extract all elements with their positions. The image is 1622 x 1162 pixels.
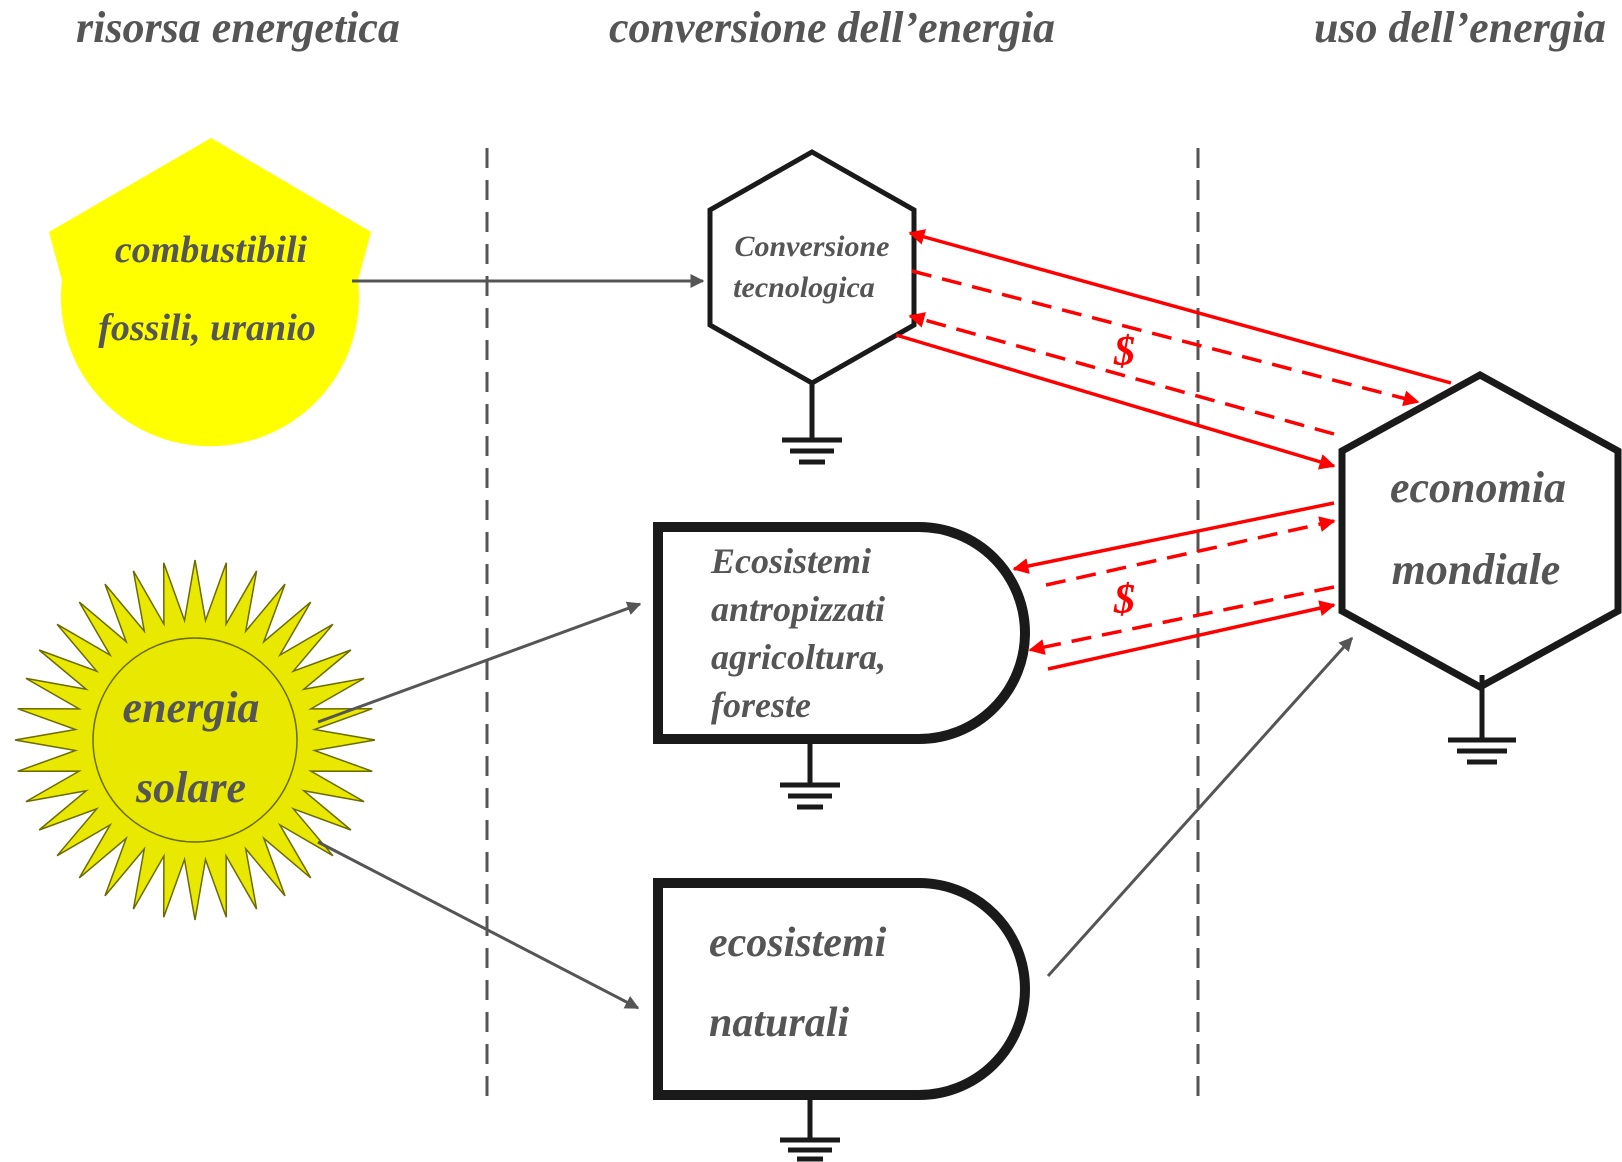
money-symbol-lower: $ — [1113, 577, 1135, 623]
flow-anthropic-to-economy — [1047, 600, 1336, 671]
tech-conversion-label-line1: Conversione — [734, 230, 889, 263]
money-flow-conversion-to-economy — [911, 269, 1420, 407]
ground-symbol — [1448, 675, 1516, 765]
flow-economy-to-conversion — [908, 229, 1452, 385]
anthropic-ecosystems-shape — [653, 522, 1030, 744]
fossil-label-line2: fossili, uranio — [98, 307, 316, 349]
flow-conversion-to-economy — [895, 333, 1336, 470]
flow-economy-to-anthropic — [1012, 501, 1335, 574]
sun-disc — [92, 637, 298, 843]
header-conversion: conversione dell’energia — [609, 3, 1055, 52]
fossil-fuels-source: combustibili fossili, uranio — [49, 138, 371, 447]
anthropic-ecosystems-node: Ecosistemi antropizzati agricoltura, for… — [653, 522, 1030, 810]
natural-ecosystems-shape — [653, 878, 1030, 1100]
header-use: uso dell’energia — [1314, 3, 1606, 52]
fossil-source-shape — [49, 138, 371, 447]
tech-conversion-hexagon — [707, 149, 917, 386]
anthropic-label-line3: agricoltura, — [711, 637, 886, 677]
solar-label-line1: energia — [123, 683, 260, 732]
world-economy-label-line1: economia — [1390, 463, 1566, 512]
solar-energy-source: energia solare — [14, 559, 376, 921]
money-flow-economy-to-anthropic — [1028, 585, 1335, 655]
ground-symbol — [780, 1097, 840, 1162]
arrow-natural-to-economy — [1046, 636, 1354, 978]
arrow-solar-to-natural — [317, 840, 640, 1010]
ground-symbol — [782, 383, 842, 465]
world-economy-hexagon — [1338, 371, 1622, 691]
world-economy-label-line2: mondiale — [1392, 545, 1561, 594]
money-symbol-upper: $ — [1113, 329, 1135, 375]
money-flow-economy-to-conversion — [908, 312, 1335, 436]
header-resource: risorsa energetica — [76, 3, 400, 52]
fossil-label-line1: combustibili — [115, 229, 308, 271]
anthropic-label-line4: foreste — [711, 685, 811, 725]
tech-conversion-node: Conversione tecnologica — [707, 149, 917, 465]
natural-ecosystems-node: ecosistemi naturali — [653, 878, 1030, 1162]
ground-symbol — [780, 741, 840, 810]
world-economy-node: economia mondiale — [1338, 371, 1622, 765]
natural-label-line1: ecosistemi — [709, 920, 887, 966]
natural-label-line2: naturali — [709, 1000, 849, 1046]
anthropic-label-line2: antropizzati — [711, 589, 885, 629]
money-flow-anthropic-to-economy — [1045, 516, 1336, 587]
solar-label-line2: solare — [135, 763, 246, 812]
arrow-solar-to-anthropic — [317, 601, 642, 724]
anthropic-label-line1: Ecosistemi — [710, 541, 871, 581]
tech-conversion-label-line2: tecnologica — [733, 271, 875, 304]
